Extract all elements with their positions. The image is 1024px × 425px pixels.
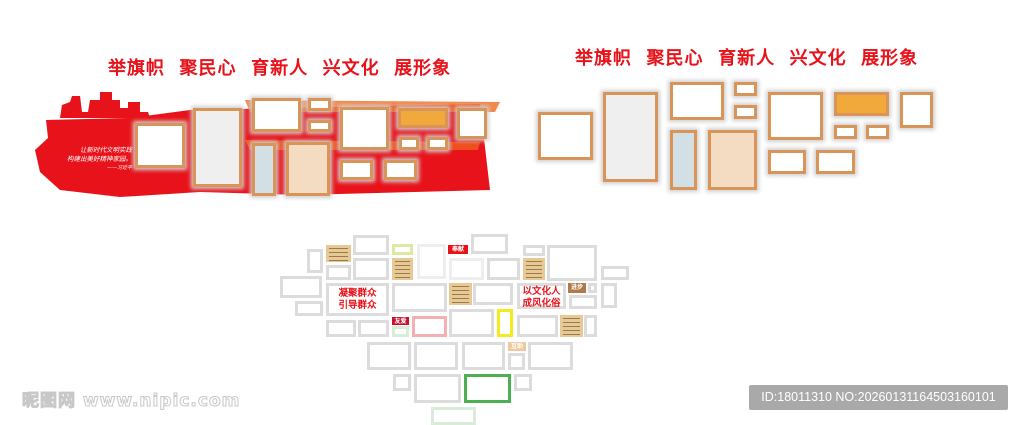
- photo-frame: [473, 283, 513, 305]
- photo-frame: [392, 283, 447, 312]
- photo-frame: [471, 234, 508, 254]
- label-mutual-help: 互助: [508, 342, 526, 351]
- photo-frame: [603, 92, 658, 182]
- photo-frame: [135, 123, 185, 168]
- photo-frame: [308, 98, 331, 111]
- slogan-left: 凝聚群众 引导群众: [326, 288, 389, 312]
- photo-frame: [547, 245, 597, 281]
- text-note-panel: [392, 258, 413, 280]
- photo-frame: [457, 108, 487, 139]
- photo-frame: [384, 160, 417, 180]
- photo-frame: [670, 130, 697, 190]
- photo-frame: [252, 143, 276, 196]
- photo-frame: [326, 283, 389, 316]
- photo-frame: [584, 315, 597, 337]
- text-note-panel: [523, 258, 545, 280]
- photo-frame: [449, 309, 494, 337]
- photo-frame: [308, 120, 331, 132]
- photo-frame: [670, 82, 724, 120]
- photo-frame: [734, 105, 757, 119]
- slogan-line: 引导群众: [338, 300, 377, 311]
- photo-frame: [569, 295, 597, 309]
- photo-frame: [487, 258, 520, 280]
- left-wall-title: 举旗帜 聚民心 育新人 兴文化 展形象: [108, 58, 452, 79]
- photo-frame: [528, 342, 573, 370]
- photo-frame: [353, 235, 389, 255]
- photo-frame: [358, 320, 389, 337]
- label-progress: 进步: [568, 283, 586, 293]
- photo-frame: [708, 130, 757, 190]
- photo-frame: [517, 283, 566, 309]
- photo-frame: [834, 125, 857, 139]
- photo-frame: [449, 258, 484, 280]
- photo-frame: [768, 92, 823, 140]
- photo-frame: [462, 342, 505, 370]
- label-dedication: 奉献: [448, 245, 468, 254]
- text-note-panel: [449, 283, 472, 305]
- text-note-panel: [326, 245, 351, 262]
- photo-frame: [392, 244, 413, 255]
- site-watermark: 昵图网 www.nipic.com: [21, 391, 241, 412]
- quote-block: 让新时代文明实践 构建出美好精神家园。 ——习近平: [62, 146, 132, 173]
- photo-frame: [340, 107, 389, 150]
- photo-frame: [734, 82, 757, 96]
- photo-frame: [816, 150, 855, 174]
- photo-frame: [417, 244, 446, 279]
- quote-author: ——习近平: [106, 165, 132, 171]
- photo-frame: [280, 276, 322, 298]
- photo-frame: [588, 283, 597, 293]
- photo-frame: [326, 320, 356, 337]
- quote-line: 让新时代文明实践: [80, 146, 132, 154]
- photo-frame: [286, 142, 330, 196]
- photo-frame: [517, 315, 558, 337]
- photo-frame: [866, 125, 889, 139]
- photo-frame: [414, 374, 461, 403]
- label-friendship: 友爱: [392, 317, 409, 325]
- photo-frame: [252, 98, 301, 132]
- photo-frame: [326, 265, 351, 280]
- photo-frame: [398, 108, 448, 128]
- photo-frame: [414, 342, 458, 370]
- photo-frame: [464, 374, 511, 403]
- photo-frame: [353, 258, 389, 280]
- photo-frame: [193, 108, 242, 187]
- slogan-line: 以文化人: [522, 286, 561, 297]
- photo-frame: [768, 150, 806, 174]
- right-wall-title: 举旗帜 聚民心 育新人 兴文化 展形象: [575, 48, 919, 69]
- photo-frame: [307, 249, 323, 273]
- photo-frame: [393, 374, 411, 391]
- photo-frame: [834, 92, 889, 116]
- photo-frame: [601, 283, 617, 308]
- photo-frame: [601, 266, 629, 280]
- slogan-line: 凝聚群众: [338, 288, 377, 299]
- photo-frame: [523, 245, 545, 256]
- text-note-panel: [560, 315, 583, 337]
- photo-frame: [431, 407, 476, 425]
- photo-frame: [514, 374, 532, 391]
- quote-line: 构建出美好精神家园。: [67, 155, 132, 163]
- photo-frame: [399, 137, 419, 150]
- slogan-line: 成风化俗: [522, 298, 561, 309]
- photo-frame: [367, 342, 411, 370]
- photo-frame: [392, 326, 409, 337]
- slogan-right: 以文化人 成风化俗: [517, 286, 566, 310]
- photo-frame: [508, 353, 525, 370]
- photo-frame: [538, 112, 593, 160]
- photo-frame: [295, 301, 323, 316]
- photo-frame: [412, 316, 447, 337]
- photo-frame: [427, 137, 448, 150]
- photo-frame: [340, 160, 373, 180]
- photo-frame: [497, 309, 513, 337]
- photo-frame: [900, 92, 933, 128]
- image-id-badge: ID:18011310 NO:20260131164503160101: [749, 385, 1008, 410]
